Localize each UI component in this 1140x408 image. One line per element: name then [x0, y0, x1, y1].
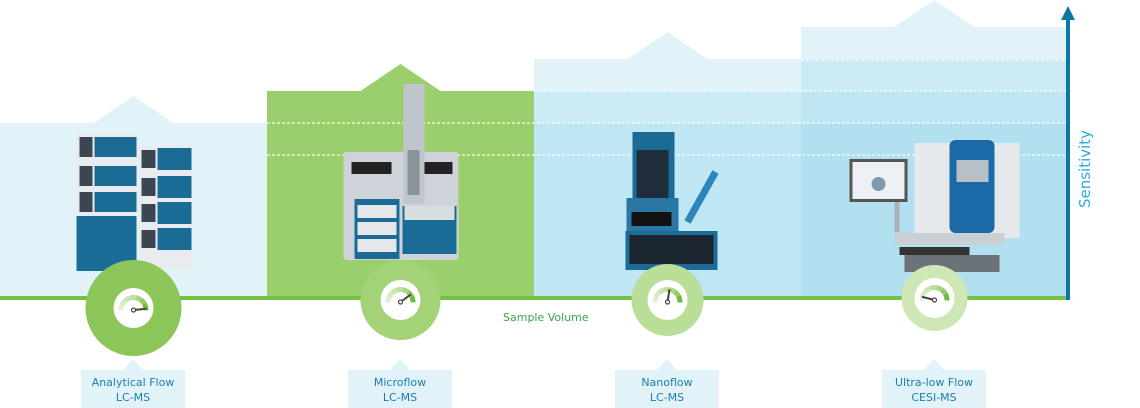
- middle-window: [631, 212, 672, 226]
- module-panel: [79, 166, 93, 186]
- module-panel: [141, 230, 156, 248]
- screen-image: [871, 177, 886, 191]
- panel-peak: [93, 96, 174, 123]
- panel-peak: [627, 32, 708, 59]
- gauge-icon: [631, 264, 704, 336]
- gauge-icon: [360, 260, 441, 340]
- gauge-icon: [901, 265, 968, 331]
- module-panel: [141, 150, 156, 168]
- instrument-mass-spectrometer: [343, 84, 459, 260]
- gauge-segment: [930, 285, 939, 291]
- drawer: [357, 239, 397, 252]
- autosampler-tray: [404, 206, 455, 220]
- cesi-front: [949, 140, 995, 233]
- instrument-cesi-system: [849, 140, 1020, 272]
- module: [157, 148, 192, 170]
- module-panel: [141, 204, 156, 222]
- gauge-pivot: [397, 299, 404, 305]
- cart-shelf: [894, 233, 1005, 245]
- ms-window: [351, 162, 392, 174]
- upper-window: [636, 150, 669, 198]
- y-axis-line: [1066, 16, 1070, 300]
- instrument-hplc-stack: [76, 133, 192, 271]
- module: [157, 176, 192, 198]
- module: [94, 166, 137, 186]
- gauge-segment: [390, 287, 399, 295]
- instrument-nano-lc: [625, 132, 719, 270]
- module: [94, 192, 137, 212]
- module-panel: [79, 137, 93, 157]
- module: [157, 228, 192, 250]
- y-axis-arrow-icon: [1061, 6, 1075, 20]
- label-line2: CESI-MS: [911, 391, 957, 404]
- drawer: [357, 205, 397, 218]
- x-axis-label: Sample Volume: [503, 311, 589, 324]
- label-line1: Ultra-low Flow: [894, 376, 974, 389]
- side-arm: [684, 170, 719, 224]
- y-axis-label: Sensitivity: [1076, 129, 1094, 209]
- gauge-icon: [85, 260, 182, 356]
- module: [157, 202, 192, 224]
- label-line1: Microflow: [373, 376, 427, 389]
- label-line2: LC-MS: [115, 391, 151, 404]
- label-line1: Analytical Flow: [91, 376, 175, 389]
- gauge-pivot: [130, 307, 137, 313]
- gauge-pivot: [664, 299, 671, 305]
- column-4: [801, 0, 1068, 298]
- gauge-segment: [409, 295, 416, 303]
- base-front: [629, 235, 714, 264]
- cesi-window: [956, 160, 989, 182]
- tower-slot: [407, 150, 420, 195]
- module: [94, 137, 137, 157]
- label-line2: LC-MS: [382, 391, 418, 404]
- drawer: [357, 222, 397, 235]
- gauge-segment: [943, 293, 950, 301]
- panel-peak: [360, 64, 441, 91]
- gauge-segment: [676, 295, 683, 303]
- gauge-segment: [123, 295, 132, 303]
- ms-window: [419, 162, 453, 174]
- panel-peak: [894, 0, 975, 27]
- label-line2: LC-MS: [649, 391, 685, 404]
- module-panel: [79, 192, 93, 212]
- module-panel: [141, 178, 156, 196]
- gauge-segment: [924, 285, 933, 293]
- gauge-segment: [657, 287, 666, 295]
- label-line1: Nanoflow: [641, 376, 693, 389]
- monitor-arm: [894, 202, 900, 232]
- x-axis-baseline: [0, 296, 1070, 300]
- gauge-segment: [129, 295, 138, 301]
- gauge-segment: [396, 287, 405, 293]
- gauge-pivot: [931, 297, 938, 303]
- keyboard-tray: [899, 247, 970, 255]
